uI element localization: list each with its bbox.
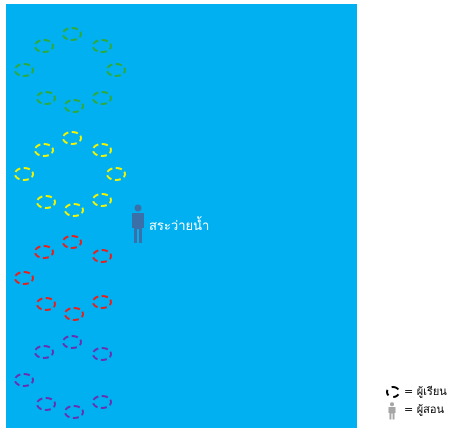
student-green-ring: [92, 91, 112, 105]
student-red-ring: [64, 307, 84, 321]
student-yellow-ring: [14, 167, 34, 181]
student-green-ring: [14, 63, 34, 77]
legend-student-label: = ผู้เรียน: [404, 385, 447, 398]
student-yellow-ring: [106, 167, 126, 181]
student-purple-ring: [92, 347, 112, 361]
student-red-ring: [92, 249, 112, 263]
student-red-ring: [62, 235, 82, 249]
legend-teacher-label: = ผู้สอน: [404, 403, 444, 416]
student-purple-ring: [36, 397, 56, 411]
student-green-ring: [34, 39, 54, 53]
student-green-ring: [62, 27, 82, 41]
student-yellow-ring: [92, 193, 112, 207]
student-purple-ring: [34, 345, 54, 359]
student-yellow-ring: [34, 143, 54, 157]
student-red-ring: [36, 297, 56, 311]
student-green-ring: [92, 39, 112, 53]
student-yellow-ring: [92, 143, 112, 157]
student-yellow-ring: [62, 131, 82, 145]
dashed-circle-icon: [386, 386, 400, 398]
student-red-ring: [14, 271, 34, 285]
student-yellow-ring: [36, 195, 56, 209]
student-purple-ring: [64, 405, 84, 419]
student-green-ring: [64, 99, 84, 113]
teacher-person-icon: [132, 204, 144, 243]
student-green-ring: [36, 91, 56, 105]
student-red-ring: [92, 295, 112, 309]
student-yellow-ring: [64, 203, 84, 217]
student-red-ring: [34, 245, 54, 259]
student-purple-ring: [14, 373, 34, 387]
student-green-ring: [106, 63, 126, 77]
student-purple-ring: [62, 335, 82, 349]
pool-label: สระว่ายน้ำ: [149, 219, 210, 234]
person-icon: [388, 402, 396, 420]
student-purple-ring: [92, 395, 112, 409]
swimming-pool: สระว่ายน้ำ: [6, 4, 357, 428]
